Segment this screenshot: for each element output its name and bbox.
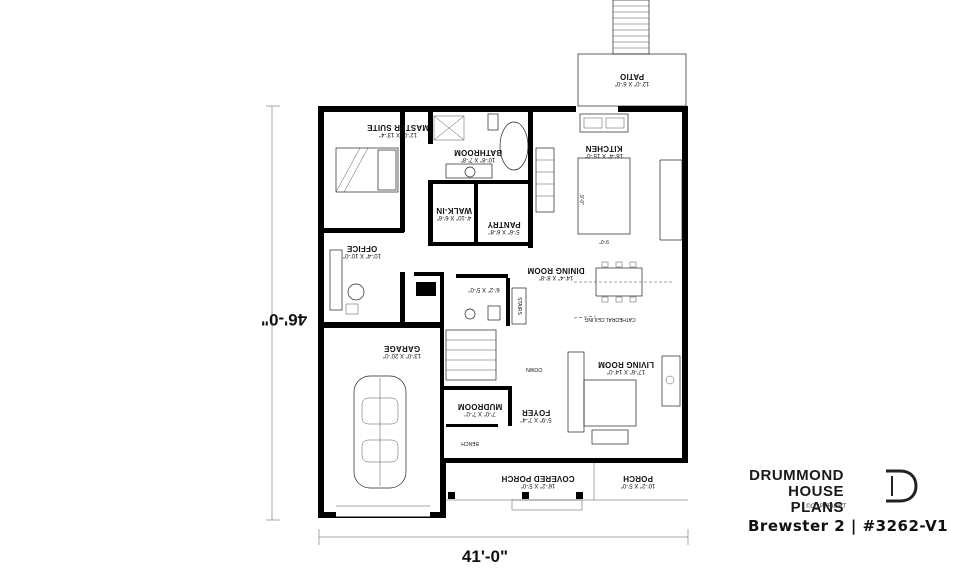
- room-label-powder: 6'-2" X 5'-0": [468, 286, 499, 292]
- svg-text:MUDROOM: MUDROOM: [458, 402, 503, 411]
- car: [353, 375, 407, 489]
- garage-door: [336, 505, 430, 517]
- room-label-dining-room: DINING ROOM 14'-4" X 8'-8": [527, 266, 584, 280]
- svg-text:17'-6" X 14'-0": 17'-6" X 14'-0": [607, 368, 645, 374]
- svg-text:5'-6" X 6'-8": 5'-6" X 6'-8": [488, 228, 519, 234]
- svg-text:16'-2" X 5'-0": 16'-2" X 5'-0": [521, 482, 556, 488]
- brand-copyright: ©COPYRIGHT: [805, 504, 846, 510]
- room-label-pantry: PANTRY 5'-6" X 6'-8": [487, 220, 521, 234]
- svg-text:12'-0" X 13'-4": 12'-0" X 13'-4": [379, 131, 417, 137]
- svg-text:12'-0" X 6'-0": 12'-0" X 6'-0": [615, 80, 650, 86]
- room-label-walk-in: WALK-IN 4'-10" X 6'-6": [436, 206, 472, 220]
- svg-text:KITCHEN: KITCHEN: [586, 144, 623, 153]
- plan-caption: Brewster 2 | #3262-V1: [748, 517, 949, 535]
- brand-name-line1: DRUMMOND: [749, 467, 844, 484]
- svg-text:10'-4" X 10'-0": 10'-4" X 10'-0": [343, 252, 381, 258]
- room-label-patio: PATIO 12'-0" X 6'-0": [615, 72, 650, 86]
- bench-label: BENCH: [461, 440, 479, 446]
- bathroom-fixtures: [433, 113, 529, 179]
- overall-depth-label: 46'-0": [261, 310, 307, 329]
- brand-name: DRUMMOND HOUSE PLANS: [749, 468, 844, 516]
- cathedral-ceiling-leader: [573, 315, 597, 319]
- svg-text:10'-8" X 7'-8": 10'-8" X 7'-8": [461, 156, 496, 162]
- svg-text:10'-2" X 5'-0": 10'-2" X 5'-0": [621, 482, 656, 488]
- svg-text:14'-4" X 8'-8": 14'-4" X 8'-8": [539, 274, 574, 280]
- svg-text:7'-0" X 7'-0": 7'-0" X 7'-0": [464, 410, 495, 416]
- svg-text:16'-4" X 15'-0": 16'-4" X 15'-0": [585, 152, 623, 158]
- overall-width-label: 41'-0": [462, 547, 508, 566]
- room-label-master-suite: MASTER SUITE 12'-0" X 13'-4": [367, 123, 429, 137]
- svg-text:5'-9" X 7'-4": 5'-9" X 7'-4": [520, 416, 551, 422]
- svg-text:13'-0" X 20'-0": 13'-0" X 20'-0": [383, 352, 421, 358]
- living-furniture: [567, 351, 681, 445]
- patio-area: [577, 0, 687, 107]
- stairs-graphic: [445, 287, 527, 381]
- office-furniture: [329, 249, 365, 315]
- interior-walls: [324, 112, 533, 458]
- brand-logo: DRUMMOND HOUSE PLANS ©COPYRIGHT: [749, 468, 932, 528]
- room-label-garage: GARAGE 13'-0" X 20'-0": [383, 344, 421, 358]
- svg-text:4'-10" X 6'-6": 4'-10" X 6'-6": [437, 214, 472, 220]
- svg-text:MASTER SUITE: MASTER SUITE: [367, 123, 429, 132]
- down-label: DOWN: [526, 366, 542, 372]
- svg-text:DINING ROOM: DINING ROOM: [527, 266, 584, 275]
- brand-name-line2: HOUSE PLANS: [788, 483, 844, 516]
- svg-text:WALK-IN: WALK-IN: [436, 206, 472, 215]
- room-label-foyer: FOYER 5'-9" X 7'-4": [520, 408, 551, 422]
- exterior-walls: [318, 106, 688, 518]
- kitchen-fixtures: [535, 113, 683, 241]
- svg-text:PATIO: PATIO: [620, 72, 644, 81]
- ceiling-height-kitchen: 9'-0": [578, 195, 584, 205]
- room-label-bathroom: BATHROOM 10'-8" X 7'-8": [454, 148, 502, 162]
- room-label-porch: PORCH 10'-2" X 5'-0": [621, 474, 656, 488]
- stairs-label: STAIRS: [516, 297, 522, 315]
- svg-text:LIVING ROOM: LIVING ROOM: [598, 360, 654, 369]
- dimension-lines: [266, 105, 689, 545]
- room-label-living-room: LIVING ROOM 17'-6" X 14'-0": [598, 360, 654, 374]
- room-label-covered-porch: COVERED PORCH 16'-2" X 5'-0": [501, 474, 574, 488]
- cathedral-ceiling-label: CATHEDRAL CEILING: [584, 316, 635, 322]
- room-label-mudroom: MUDROOM 7'-0" X 7'-0": [458, 402, 503, 416]
- svg-text:FOYER: FOYER: [522, 408, 551, 417]
- svg-text:PANTRY: PANTRY: [487, 220, 521, 229]
- room-label-kitchen: KITCHEN 16'-4" X 15'-0": [585, 144, 623, 158]
- room-label-office: OFFICE 10'-4" X 10'-0": [343, 244, 381, 258]
- dining-table: [574, 261, 672, 303]
- bed: [335, 147, 399, 193]
- ceiling-height-dining: 9'-0": [599, 238, 609, 244]
- brand-mark-icon: [886, 469, 918, 503]
- porch-posts: [446, 463, 688, 511]
- svg-text:COVERED PORCH: COVERED PORCH: [501, 474, 574, 483]
- svg-text:PORCH: PORCH: [623, 474, 653, 483]
- svg-text:OFFICE: OFFICE: [346, 244, 377, 253]
- svg-text:GARAGE: GARAGE: [383, 344, 420, 353]
- svg-text:6'-2" X 5'-0": 6'-2" X 5'-0": [468, 286, 499, 292]
- svg-text:BATHROOM: BATHROOM: [454, 148, 502, 157]
